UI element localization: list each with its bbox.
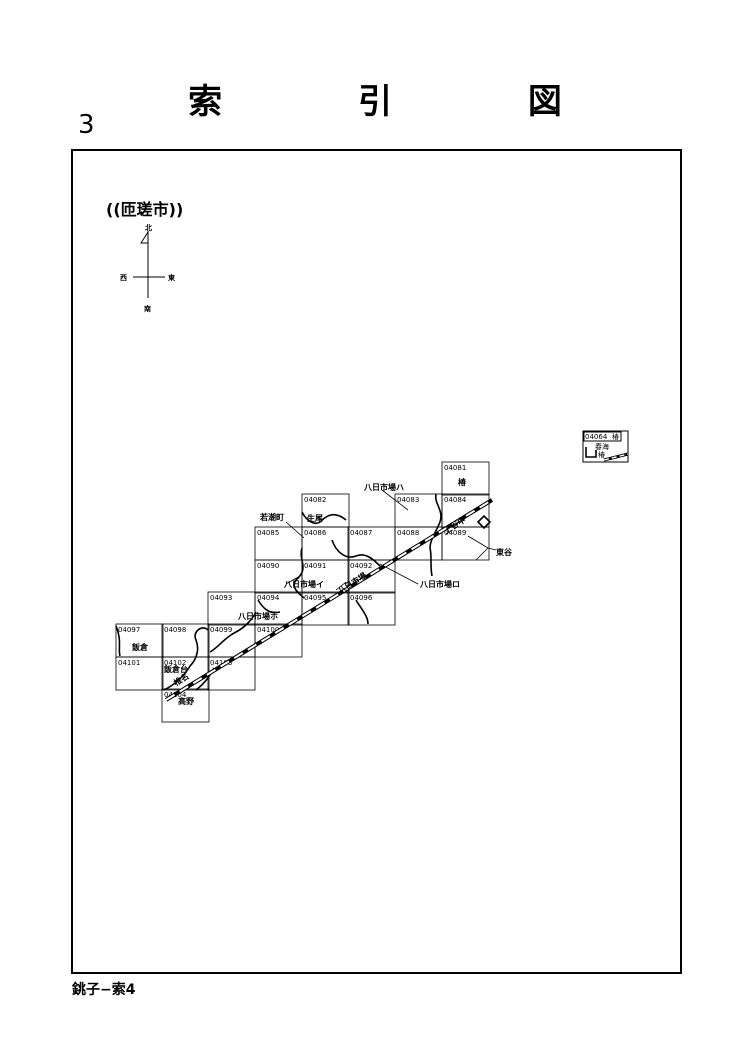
sheet-id-label: 04103 (210, 659, 232, 667)
place-ikuo: 生尾 (307, 513, 323, 523)
sheet-cell[interactable]: 04083 (394, 493, 443, 528)
place-youkaichiba-ho: 八日市場ホ (237, 611, 278, 621)
inset-sheet: 04064 椿 春海 椿 (582, 430, 629, 463)
sheet-cell[interactable]: 04100 (254, 623, 303, 658)
sheet-id-label: 04100 (257, 626, 279, 634)
place-labels: 椿 八日市場ハ 若潮町 生尾 上谷中 東谷 八日市場ロ 八日市場イ 八日市場 八… (131, 477, 513, 706)
sheet-id-label: 04082 (304, 496, 326, 504)
sheet-cell[interactable]: 04091 (301, 559, 350, 594)
sheet-id-label: 04091 (304, 562, 326, 570)
sheet-id-label: 04097 (118, 626, 140, 634)
sheet-id-label: 04101 (118, 659, 140, 667)
sheet-id-label: 04084 (444, 496, 467, 504)
place-takano: 高野 (178, 696, 194, 706)
inset-label-tsubaki: 椿 (612, 432, 619, 441)
sheet-id-label: 04086 (304, 529, 327, 537)
sheet-id-label: 04099 (210, 626, 232, 634)
place-youkaichiba-ha: 八日市場ハ (363, 482, 404, 492)
compass-rose: 北 南 東 西 (120, 223, 176, 313)
sheet-cell-border (115, 656, 164, 691)
sheet-cell[interactable]: 04092 (347, 559, 396, 594)
sheet-id-label: 04090 (257, 562, 279, 570)
sheet-cell[interactable]: 04081 (441, 461, 490, 496)
sheet-cell[interactable]: 04087 (347, 526, 396, 561)
sheet-id-label: 04094 (257, 594, 280, 602)
place-iikura: 飯倉 (131, 642, 149, 652)
sheet-cell-border (254, 623, 303, 658)
page-title: 索 引 図 (188, 82, 624, 122)
inset-sheet-id: 04064 (585, 433, 608, 441)
sheet-id-label: 04085 (257, 529, 279, 537)
inset-label-tsubaki-2: 椿 (598, 450, 605, 459)
place-wakashio: 若潮町 (259, 512, 284, 522)
sheet-id-label: 04089 (444, 529, 466, 537)
sheet-cell[interactable]: 04095 (301, 591, 350, 626)
sheet-id-label: 04096 (350, 594, 373, 602)
boundary-lines (115, 493, 492, 691)
map-frame (71, 149, 682, 974)
inset-label-harumi: 春海 (595, 442, 609, 451)
sheet-id-label: 04081 (444, 464, 466, 472)
compass-north: 北 (145, 223, 152, 232)
sheet-cell-border (301, 559, 350, 594)
sheet-id-label: 04095 (304, 594, 326, 602)
sheet-cell-border (347, 559, 396, 594)
sheet-cell[interactable]: 04101 (115, 656, 164, 691)
sheet-id-label: 04083 (397, 496, 419, 504)
compass-east: 東 (168, 273, 176, 282)
leader-lines (285, 489, 497, 591)
place-higashiya: 東谷 (496, 547, 513, 557)
compass-west: 西 (120, 274, 127, 282)
sheet-cell-border (347, 591, 396, 626)
city-name: ((匝瑳市)) (106, 200, 184, 219)
railway-line (164, 498, 494, 702)
sheet-id-label: 04088 (397, 529, 419, 537)
place-iikuradai: 飯倉台 (163, 664, 188, 674)
page-number: 3 (78, 110, 95, 140)
sheet-cell[interactable]: 04097 (115, 623, 164, 658)
sheet-id-label: 04098 (164, 626, 186, 634)
sheet-id-label: 04102 (164, 659, 186, 667)
sheet-cell[interactable]: 04098 (161, 623, 210, 658)
sheet-cell-border (441, 526, 490, 561)
compass-south: 南 (144, 304, 151, 313)
footer-code: 銚子−索4 (72, 982, 136, 998)
sheet-grid: 04081 04082 04083 04084 04085 04086 04087 04088… (115, 461, 490, 723)
place-youkaichiba-i: 八日市場イ (283, 579, 324, 589)
sheet-id-label: 04092 (350, 562, 372, 570)
sheet-cell-border (301, 591, 350, 626)
place-youkaichiba-ro: 八日市場ロ (419, 579, 460, 589)
sheet-id-label: 04087 (350, 529, 372, 537)
sheet-cell[interactable]: 04089 (441, 526, 490, 561)
sheet-id-label: 04093 (210, 594, 232, 602)
north-arrow-icon (140, 230, 149, 244)
sheet-cell[interactable]: 04096 (347, 591, 396, 626)
sheet-cell-border (441, 461, 490, 496)
place-tsubaki: 椿 (458, 477, 467, 487)
sheet-cell[interactable]: 04085 (254, 526, 303, 561)
